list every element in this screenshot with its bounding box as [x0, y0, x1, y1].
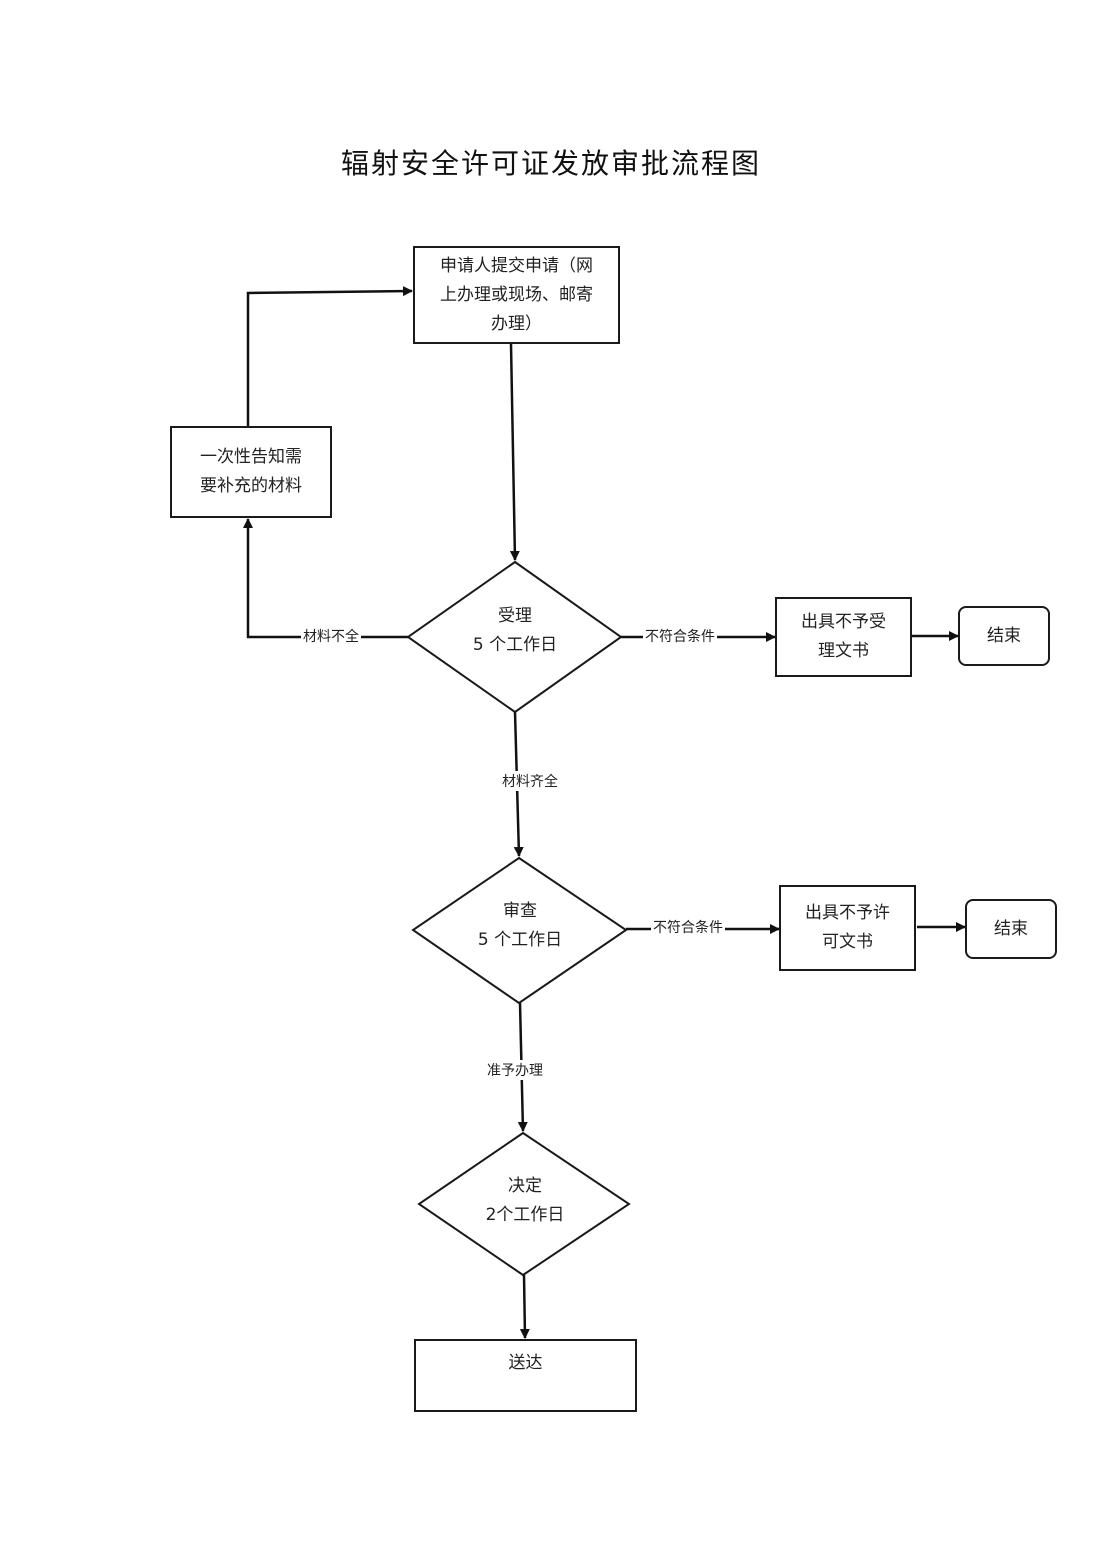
node-end2-text: 结束 — [994, 918, 1028, 939]
edge-label-not-qualified-1: 不符合条件 — [643, 626, 717, 646]
node-reject-permit: 出具不予许 可文书 — [779, 885, 916, 971]
decision-decide-shape — [417, 1131, 631, 1277]
diagram-title: 辐射安全许可证发放审批流程图 — [340, 147, 761, 180]
node-reject-permit-text: 出具不予许 可文书 — [805, 903, 890, 952]
node-apply-text: 申请人提交申请（网 上办理或现场、邮寄 办理） — [440, 255, 593, 334]
decision-accept-text: 受理 5 个工作日 — [472, 606, 558, 655]
node-notify-text: 一次性告知需 要补充的材料 — [200, 447, 302, 496]
decision-review-text: 审查 5 个工作日 — [477, 901, 563, 950]
edge-label-not-qualified-2: 不符合条件 — [651, 917, 725, 937]
node-end2: 结束 — [965, 899, 1057, 959]
node-reject-accept: 出具不予受 理文书 — [775, 597, 912, 677]
edge-label-complete: 材料齐全 — [500, 771, 560, 791]
edge-label-approved: 准予办理 — [485, 1060, 545, 1080]
node-notify: 一次性告知需 要补充的材料 — [170, 426, 332, 518]
node-deliver-text: 送达 — [508, 1353, 543, 1373]
decision-review-shape — [411, 856, 628, 1005]
node-end1: 结束 — [958, 606, 1050, 666]
edge-label-incomplete: 材料不全 — [301, 626, 361, 646]
edge-decide-to-deliver — [519, 1274, 530, 1339]
node-reject-accept-text: 出具不予受 理文书 — [801, 612, 886, 661]
edge-accept-to-notify — [243, 518, 408, 639]
edge-apply-to-accept — [509, 343, 520, 561]
edge-notify-to-apply — [246, 286, 413, 426]
node-apply: 申请人提交申请（网 上办理或现场、邮寄 办理） — [413, 246, 620, 344]
decision-decide-text: 决定 2个工作日 — [485, 1176, 565, 1225]
node-end1-text: 结束 — [987, 625, 1021, 646]
node-deliver: 送达 — [414, 1339, 637, 1412]
